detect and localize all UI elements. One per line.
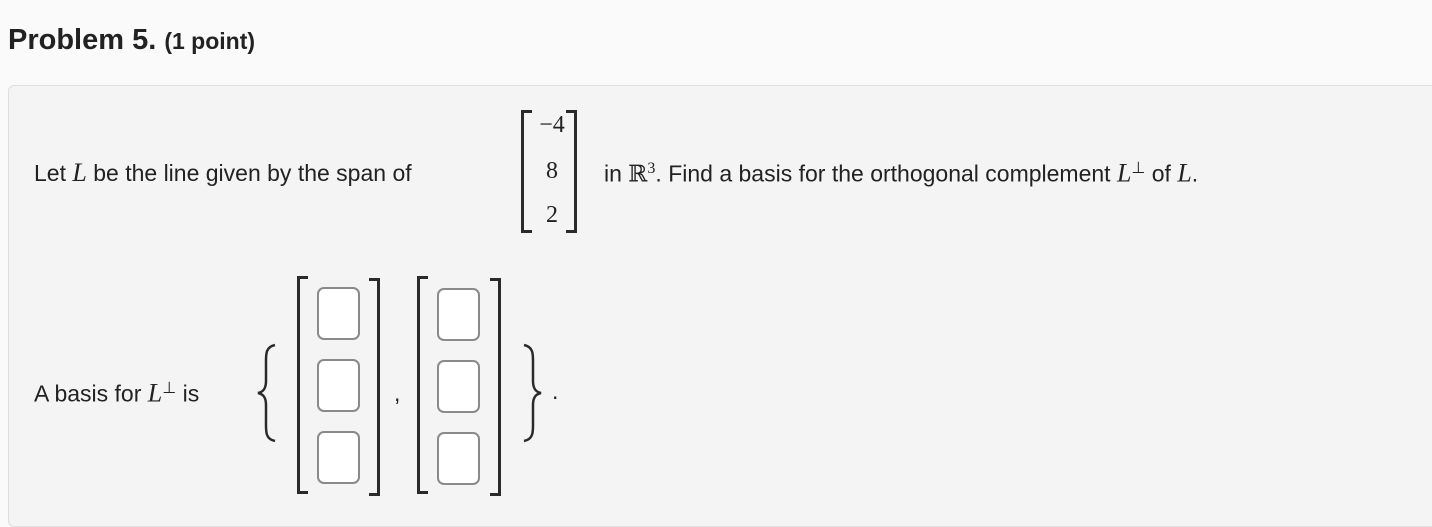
- comma: ,: [394, 380, 401, 406]
- left-brace-icon: [257, 343, 276, 443]
- answer-input-v1-1[interactable]: [317, 287, 360, 340]
- problem-title: Problem 5. (1 point): [8, 24, 256, 56]
- problem-panel: [8, 85, 1432, 527]
- answer-input-v1-3[interactable]: [317, 431, 360, 484]
- left-bracket: [521, 110, 532, 233]
- answer-input-v2-1[interactable]: [437, 288, 480, 341]
- vector-entry: 2: [546, 202, 558, 228]
- problem-points: (1 point): [164, 28, 256, 54]
- answer-input-v1-2[interactable]: [317, 359, 360, 412]
- problem-statement: Let L be the line given by the span of: [34, 158, 412, 187]
- answer-input-v2-2[interactable]: [437, 360, 480, 413]
- right-bracket: [490, 278, 501, 496]
- vector-entry: 8: [546, 158, 558, 184]
- answer-label: A basis for L⊥ is: [34, 378, 200, 408]
- left-bracket: [417, 276, 428, 494]
- right-brace-icon: [523, 343, 542, 443]
- left-bracket: [297, 276, 308, 494]
- vector-entry: −4: [539, 112, 565, 138]
- problem-statement-rest: in ℝ3. Find a basis for the orthogonal c…: [604, 158, 1199, 188]
- right-bracket: [566, 110, 577, 233]
- answer-input-v2-3[interactable]: [437, 432, 480, 485]
- right-bracket: [369, 278, 380, 496]
- period: .: [552, 378, 559, 404]
